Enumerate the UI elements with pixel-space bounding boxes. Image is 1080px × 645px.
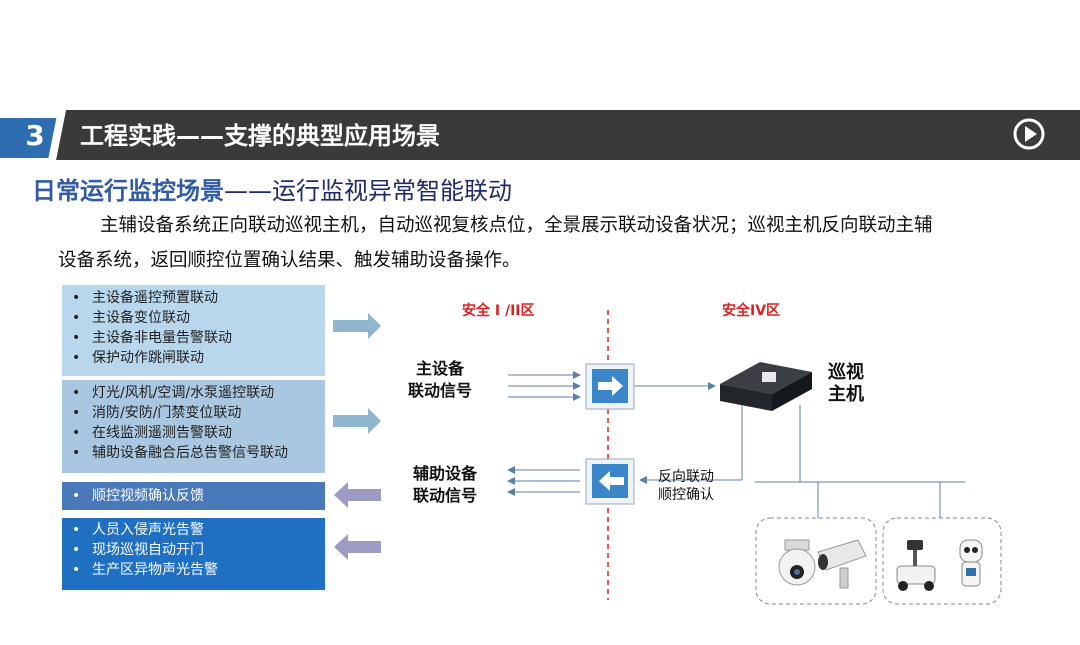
subheading-rest: ——运行监视异常智能联动: [224, 177, 512, 205]
reverse-linkage-label: 反向联动 顺控确认: [658, 469, 714, 503]
patrol-host-label: 巡视 主机: [828, 362, 864, 405]
arrow-right-icon: [333, 408, 381, 434]
arrow-right-icon: [333, 313, 381, 339]
forward-linkage-box-main: 主设备遥控预置联动 主设备变位联动 主设备非电量告警联动 保护动作跳闸联动: [62, 285, 325, 376]
list-item: 在线监测遥测告警联动: [72, 423, 325, 443]
patrol-host-icon: [720, 362, 812, 411]
list-item: 辅助设备融合后总告警信号联动: [72, 443, 325, 463]
list-item: 保护动作跳闸联动: [72, 348, 325, 368]
reverse-isolation-device-icon: [585, 458, 635, 505]
reverse-linkage-box-alarm: 人员入侵声光告警 现场巡视自动开门 生产区异物声光告警: [62, 518, 325, 590]
zone-label-secure-1-2: 安全 I /II区: [462, 303, 535, 319]
arrow-left-icon: [334, 534, 381, 560]
inspection-robot-icon: [896, 540, 936, 591]
list-item: 主设备变位联动: [72, 308, 325, 328]
subheading: 日常运行监控场景——运行监视异常智能联动: [32, 176, 512, 206]
description-line2: 设备系统，返回顺控位置确认结果、触发辅助设备操作。: [58, 250, 521, 271]
list-item: 主设备遥控预置联动: [72, 288, 325, 308]
forward-linkage-box-aux: 灯光/风机/空调/水泵遥控联动 消防/安防/门禁变位联动 在线监测遥测告警联动 …: [62, 380, 325, 473]
bullet-camera-icon: [817, 539, 867, 589]
reverse-linkage-box-sequence: 顺控视频确认反馈: [62, 482, 325, 510]
list-item: 现场巡视自动开门: [72, 540, 325, 560]
section-number: 3: [25, 119, 45, 152]
list-item: 顺控视频确认反馈: [72, 486, 325, 506]
list-item: 生产区异物声光告警: [72, 560, 325, 580]
page-title: 工程实践——支撑的典型应用场景: [80, 122, 440, 150]
arrow-left-icon: [334, 482, 381, 508]
dome-camera-icon: [778, 539, 816, 586]
forward-isolation-device-icon: [585, 363, 635, 410]
play-icon[interactable]: [1012, 117, 1046, 155]
header-banner: [0, 110, 1080, 160]
subheading-bold: 日常运行监控场景: [32, 177, 224, 205]
list-item: 灯光/风机/空调/水泵遥控联动: [72, 383, 325, 403]
list-item: 主设备非电量告警联动: [72, 328, 325, 348]
aux-equipment-signal-label: 辅助设备 联动信号: [412, 464, 477, 505]
zone-label-secure-4: 安全IV区: [722, 303, 781, 319]
main-equipment-signal-label: 主设备 联动信号: [407, 359, 472, 400]
humanoid-robot-icon: [959, 539, 983, 587]
list-item: 消防/安防/门禁变位联动: [72, 403, 325, 423]
list-item: 人员入侵声光告警: [72, 520, 325, 540]
description-line1: 主辅设备系统正向联动巡视主机，自动巡视复核点位，全景展示联动设备状况；巡视主机反…: [100, 215, 933, 236]
description: 主辅设备系统正向联动巡视主机，自动巡视复核点位，全景展示联动设备状况；巡视主机反…: [58, 208, 1058, 278]
